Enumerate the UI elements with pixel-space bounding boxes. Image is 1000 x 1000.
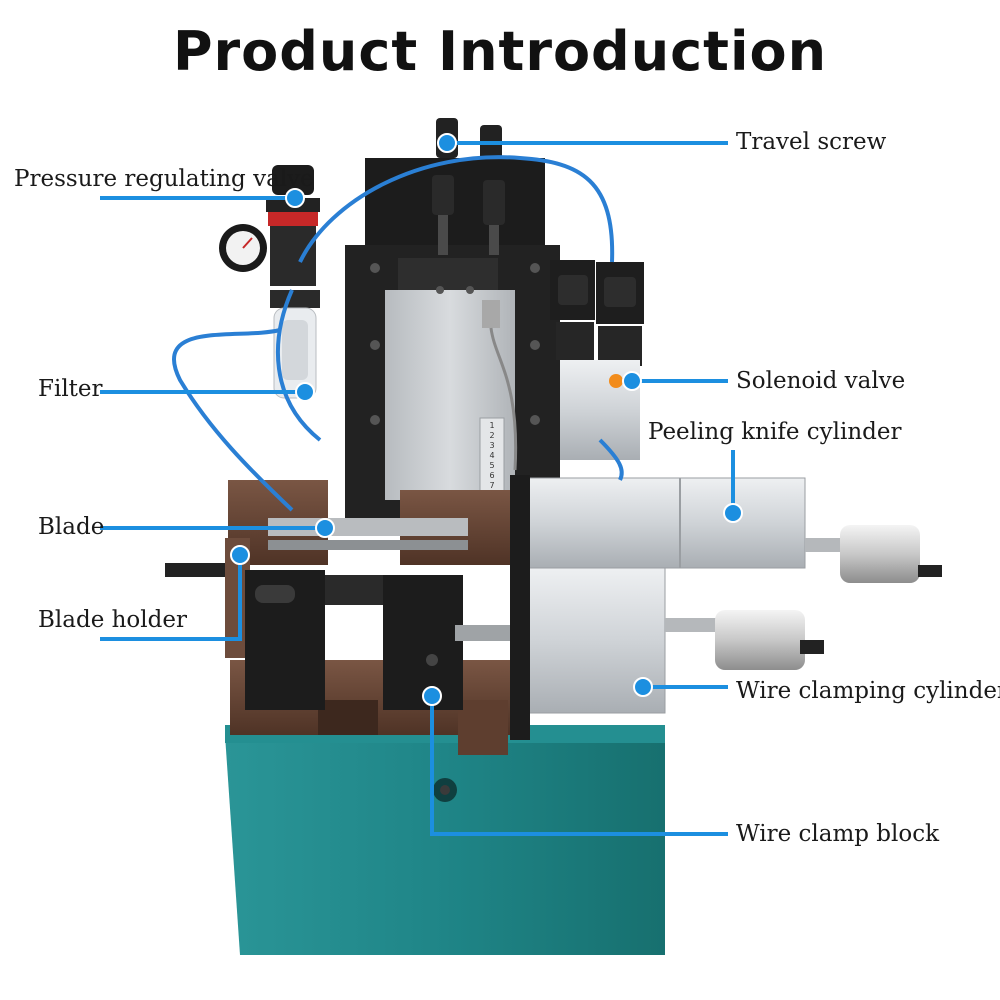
ruler-mark: 5	[489, 461, 494, 470]
ruler-mark: 3	[489, 441, 494, 450]
dot-blade-holder	[230, 545, 250, 565]
callout-line-blade-holder	[100, 555, 242, 641]
solenoid-valve	[550, 260, 644, 460]
wire-clamp-block	[383, 575, 463, 710]
ruler-mark: 2	[489, 431, 494, 440]
label-pressure-regulating-valve: Pressure regulating valve	[14, 166, 314, 192]
label-wire-clamp-block: Wire clamp block	[736, 821, 940, 847]
ruler-mark: 4	[489, 451, 494, 460]
callout-line-wire-clamp-block	[430, 696, 728, 836]
peeling-knife-cylinder	[524, 477, 942, 583]
callout-dots	[230, 133, 743, 706]
base-cabinet	[225, 725, 665, 955]
clamp-head	[165, 475, 530, 740]
main-frame	[345, 158, 560, 520]
label-peeling-knife-cylinder: Peeling knife cylinder	[648, 419, 902, 445]
dot-pressure-valve	[285, 188, 305, 208]
filter	[270, 290, 320, 399]
label-blade-holder: Blade holder	[38, 607, 187, 633]
dot-wire-clamping	[633, 677, 653, 697]
ruler-mark: 1	[489, 421, 494, 430]
dot-filter	[295, 382, 315, 402]
label-filter: Filter	[38, 376, 103, 402]
ruler-mark: 7	[489, 481, 494, 490]
callout-lines	[100, 141, 735, 836]
solenoid-indicator-icon	[609, 374, 623, 388]
air-hoses	[172, 155, 624, 512]
label-blade: Blade	[38, 514, 105, 540]
dot-travel-screw	[437, 133, 457, 153]
holder-screw-icon	[165, 563, 225, 577]
page-title: Product Introduction	[172, 20, 828, 83]
label-travel-screw: Travel screw	[736, 129, 887, 155]
label-wire-clamping-cylinder: Wire clamping cylinder	[736, 678, 1000, 704]
pressure-regulating-valve	[219, 165, 320, 286]
clamp-knob-icon	[715, 610, 805, 670]
dot-wire-clamp-block	[422, 686, 442, 706]
dot-solenoid	[622, 371, 642, 391]
dot-blade	[315, 518, 335, 538]
label-solenoid-valve: Solenoid valve	[736, 368, 906, 394]
cylinder-knob-icon	[840, 525, 920, 583]
dot-peeling-knife	[723, 503, 743, 523]
ruler-mark: 6	[489, 471, 494, 480]
